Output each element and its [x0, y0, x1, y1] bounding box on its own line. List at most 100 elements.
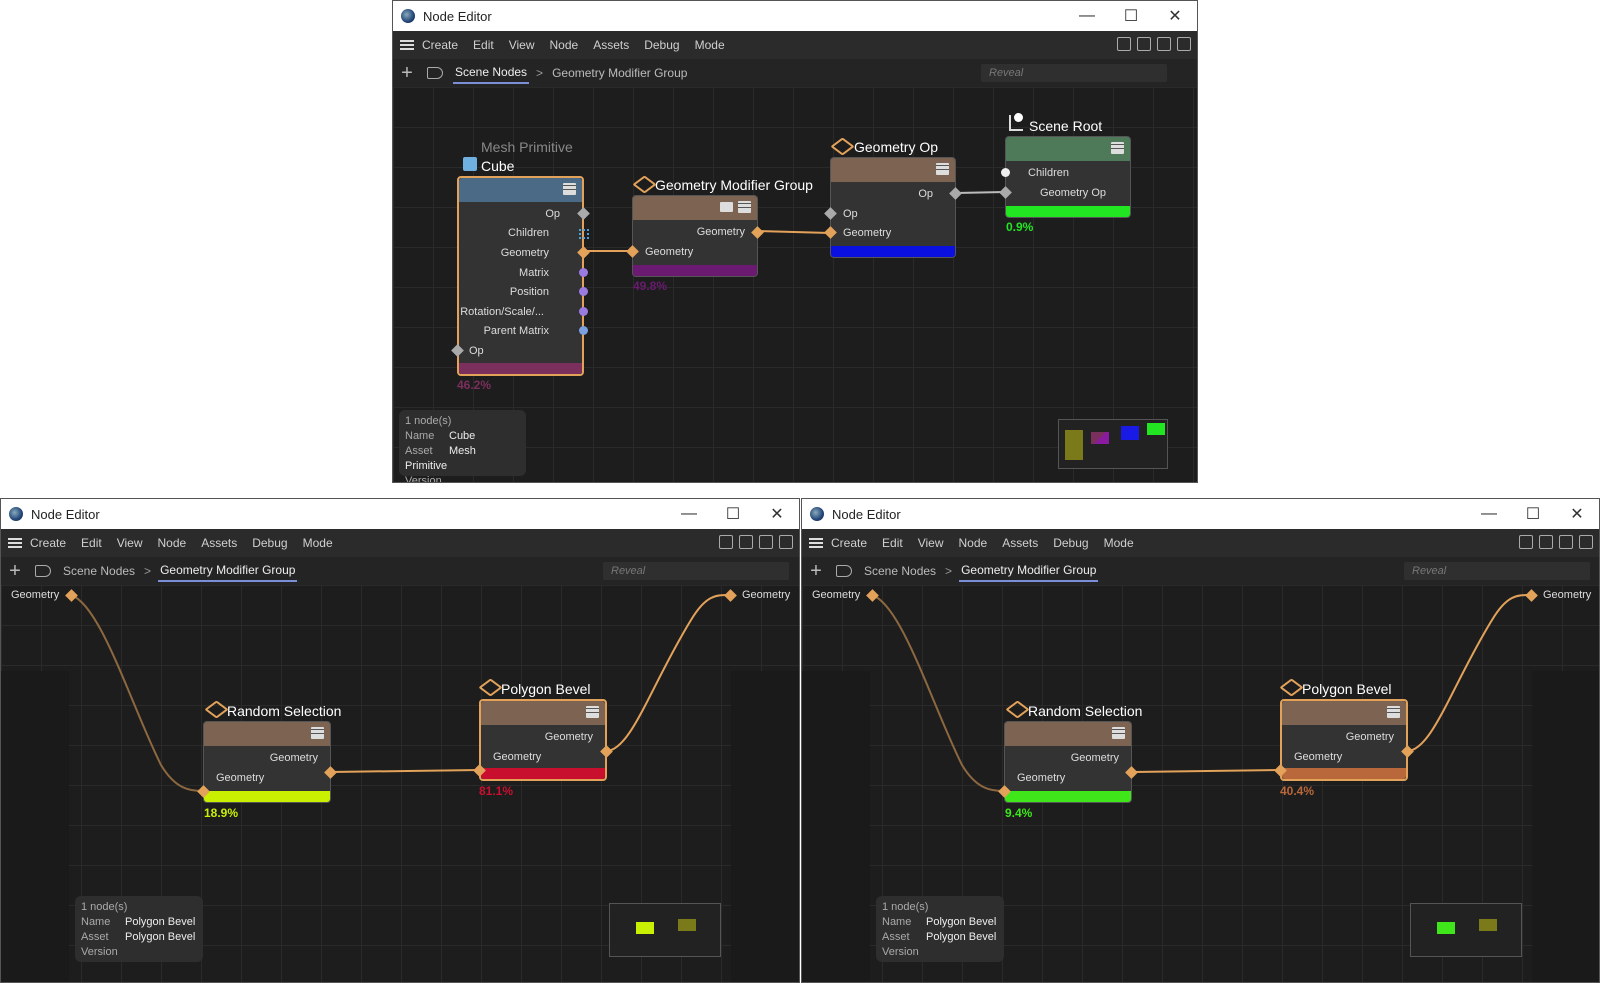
minimize-button[interactable]: — — [681, 505, 697, 522]
minimap[interactable] — [1058, 419, 1168, 469]
maximize-button[interactable]: ☐ — [1123, 8, 1139, 25]
node-random-selection[interactable]: Geometry Geometry — [203, 721, 331, 803]
minimize-button[interactable]: — — [1481, 505, 1497, 522]
cube-parent-matrix-port[interactable] — [579, 326, 588, 335]
cube-position-port[interactable] — [579, 287, 588, 296]
node-menu-icon[interactable] — [1111, 142, 1124, 154]
breadcrumb-geometry-modifier-group[interactable]: Geometry Modifier Group — [959, 561, 1099, 582]
folder-icon[interactable] — [720, 202, 733, 212]
node-menu-icon[interactable] — [936, 163, 949, 175]
hamburger-menu-icon[interactable] — [8, 538, 22, 548]
external-link-icon[interactable] — [1177, 37, 1191, 51]
close-button[interactable]: ✕ — [1168, 8, 1182, 25]
node-menu-icon[interactable] — [738, 201, 751, 213]
breadcrumb-scene-nodes[interactable]: Scene Nodes — [864, 563, 937, 578]
maximize-button[interactable]: ☐ — [1525, 506, 1541, 523]
cube-rotation-port[interactable] — [579, 307, 588, 316]
node-menu-icon[interactable] — [1387, 706, 1400, 718]
tag-icon[interactable] — [836, 565, 852, 577]
menu-debug[interactable]: Debug — [252, 536, 288, 550]
menu-edit[interactable]: Edit — [81, 536, 102, 550]
root-children-port[interactable] — [1001, 168, 1010, 177]
add-icon[interactable]: + — [401, 62, 413, 84]
panel-right-icon[interactable] — [1539, 535, 1553, 549]
menu-edit[interactable]: Edit — [473, 38, 494, 52]
close-button[interactable]: ✕ — [1570, 506, 1584, 523]
tag-icon[interactable] — [35, 565, 51, 577]
breadcrumb-separator-icon: > — [536, 66, 544, 80]
external-link-icon[interactable] — [779, 535, 793, 549]
panel-left-icon[interactable] — [1117, 37, 1131, 51]
info-name-value: Polygon Bevel — [926, 916, 997, 928]
menu-mode[interactable]: Mode — [302, 536, 333, 550]
info-asset-label: Asset — [81, 931, 109, 943]
lock-icon[interactable] — [1559, 535, 1573, 549]
wire-gmg-gop — [757, 230, 831, 234]
menu-create[interactable]: Create — [422, 38, 459, 52]
minimap[interactable] — [1410, 903, 1522, 957]
cube-matrix-port[interactable] — [579, 268, 588, 277]
cube-children-port[interactable] — [579, 229, 589, 239]
menu-node[interactable]: Node — [157, 536, 187, 550]
node-menu-icon[interactable] — [586, 706, 599, 718]
external-link-icon[interactable] — [1579, 535, 1593, 549]
lock-icon[interactable] — [759, 535, 773, 549]
node-canvas[interactable]: Mesh Primitive Cube Op Children Geometry… — [393, 87, 1197, 482]
node-menu-icon[interactable] — [311, 727, 324, 739]
menu-mode[interactable]: Mode — [1103, 536, 1134, 550]
node-canvas[interactable]: Geometry Geometry Random Selection Geome… — [1, 585, 799, 982]
breadcrumb-bar: + Scene Nodes > Geometry Modifier Group … — [802, 557, 1599, 585]
breadcrumb-scene-nodes[interactable]: Scene Nodes — [453, 63, 530, 84]
node-cube[interactable]: Op Children Geometry Matrix Position Rot… — [457, 176, 584, 376]
maximize-button[interactable]: ☐ — [725, 506, 741, 523]
info-name-value: Cube — [449, 430, 476, 442]
breadcrumb-geometry-modifier-group[interactable]: Geometry Modifier Group — [158, 561, 298, 582]
panel-right-icon[interactable] — [1137, 37, 1151, 51]
lock-icon[interactable] — [1157, 37, 1171, 51]
root-children-label: Children — [1028, 167, 1069, 179]
output-panel — [1532, 671, 1599, 982]
panel-right-icon[interactable] — [739, 535, 753, 549]
menu-view[interactable]: View — [917, 536, 944, 550]
reveal-search-input[interactable]: Reveal — [1404, 562, 1590, 580]
panel-left-icon[interactable] — [1519, 535, 1533, 549]
node-geometry-modifier-group[interactable]: Geometry Geometry — [632, 195, 758, 277]
node-geometry-op[interactable]: Op Op Geometry — [830, 157, 956, 258]
hamburger-menu-icon[interactable] — [809, 538, 823, 548]
menu-mode[interactable]: Mode — [694, 38, 725, 52]
node-menu-icon[interactable] — [563, 183, 576, 195]
node-canvas[interactable]: Geometry Geometry Random Selection Geome… — [802, 585, 1599, 982]
menu-assets[interactable]: Assets — [1002, 536, 1039, 550]
minimap[interactable] — [609, 903, 721, 957]
menu-node[interactable]: Node — [958, 536, 988, 550]
node-random-selection[interactable]: Geometry Geometry — [1004, 721, 1132, 803]
menu-debug[interactable]: Debug — [644, 38, 680, 52]
add-icon[interactable]: + — [810, 560, 822, 582]
node-polygon-bevel[interactable]: Geometry Geometry — [479, 699, 607, 781]
breadcrumb-geometry-modifier-group[interactable]: Geometry Modifier Group — [552, 65, 688, 80]
menu-node[interactable]: Node — [549, 38, 579, 52]
hamburger-menu-icon[interactable] — [400, 40, 414, 50]
menu-edit[interactable]: Edit — [882, 536, 903, 550]
close-button[interactable]: ✕ — [770, 506, 784, 523]
menu-create[interactable]: Create — [831, 536, 868, 550]
node-menu-icon[interactable] — [1112, 727, 1125, 739]
random-footer — [204, 791, 330, 802]
menu-assets[interactable]: Assets — [201, 536, 238, 550]
add-icon[interactable]: + — [9, 560, 21, 582]
reveal-search-input[interactable]: Reveal — [603, 562, 789, 580]
tag-icon[interactable] — [427, 67, 443, 79]
menu-view[interactable]: View — [116, 536, 143, 550]
node-scene-root[interactable]: Children Geometry Op — [1005, 136, 1131, 218]
menu-assets[interactable]: Assets — [593, 38, 630, 52]
minimize-button[interactable]: — — [1079, 7, 1095, 24]
node-polygon-bevel[interactable]: Geometry Geometry — [1280, 699, 1408, 781]
menu-create[interactable]: Create — [30, 536, 67, 550]
menu-debug[interactable]: Debug — [1053, 536, 1089, 550]
output-panel — [731, 671, 799, 982]
reveal-search-input[interactable]: Reveal — [981, 64, 1167, 82]
panel-left-icon[interactable] — [719, 535, 733, 549]
menu-view[interactable]: View — [508, 38, 535, 52]
breadcrumb-scene-nodes[interactable]: Scene Nodes — [63, 563, 136, 578]
bevel-port-out: Geometry — [544, 731, 593, 743]
